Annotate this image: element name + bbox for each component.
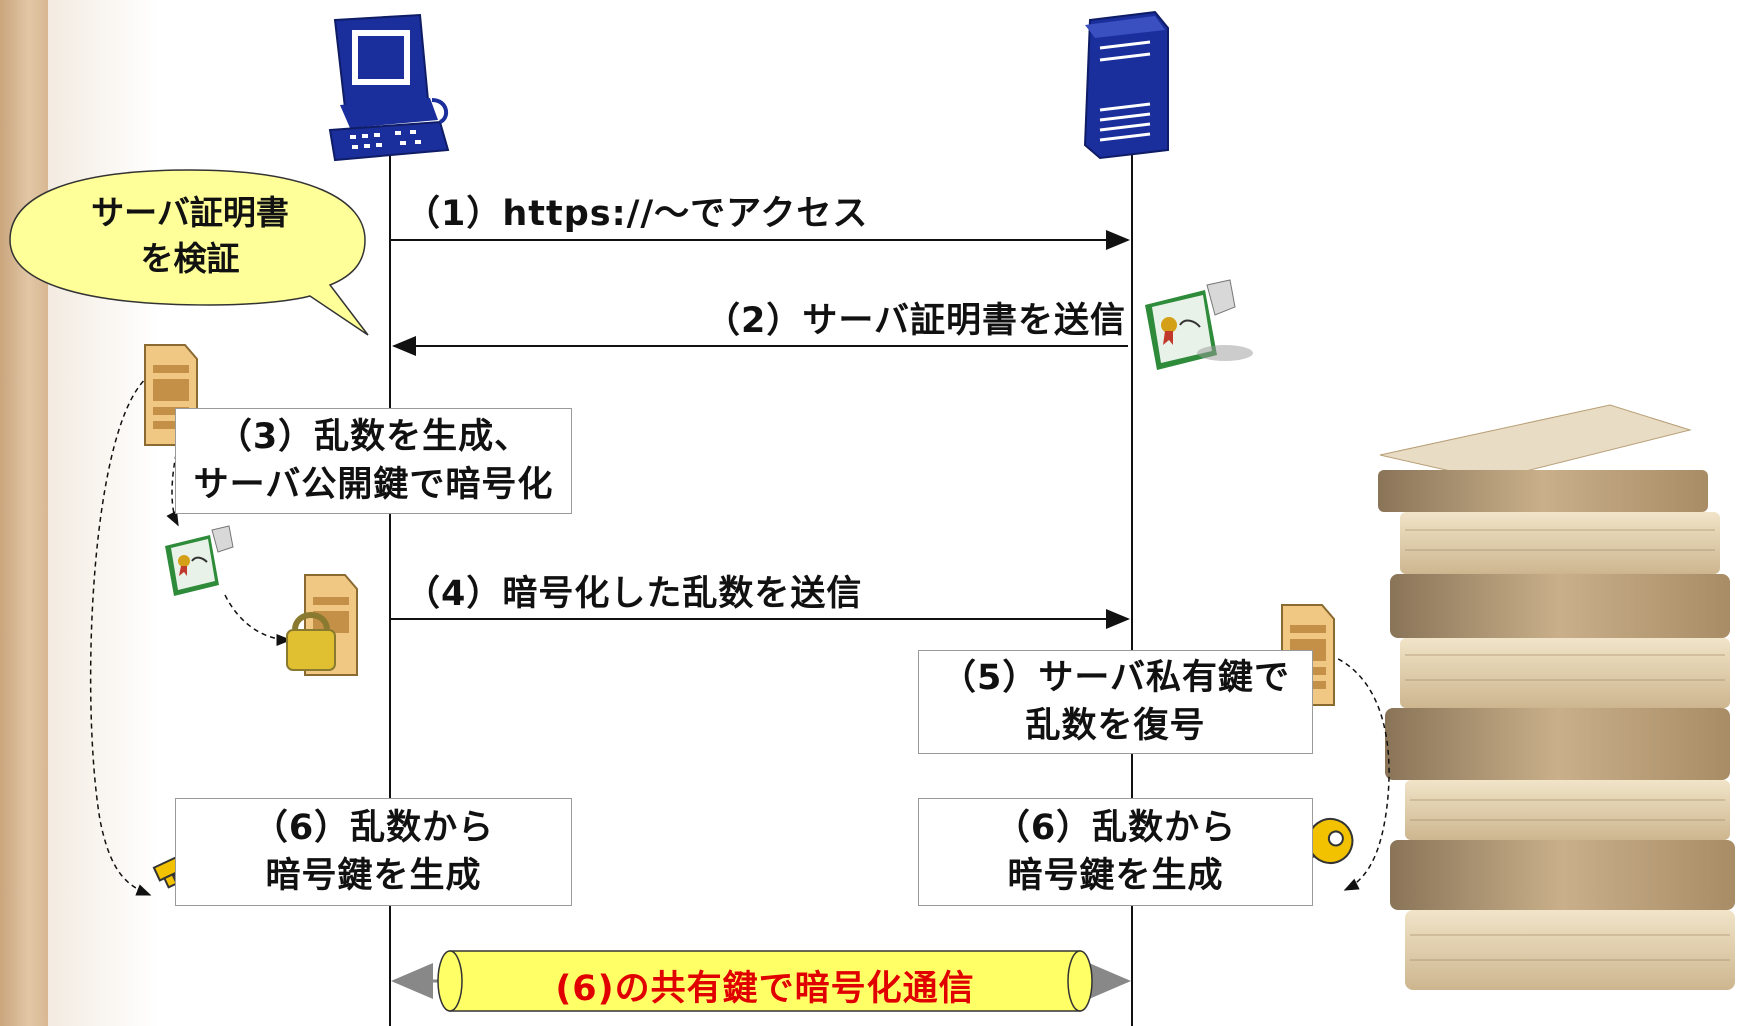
certificate-icon: [1145, 279, 1253, 370]
sidebar-decoration: [0, 0, 48, 1026]
dashed-arrow-doc-to-key: [89, 374, 152, 896]
step6-server-line2: 暗号鍵を生成: [1007, 856, 1224, 896]
step3-line2: サーバ公開鍵で暗号化: [193, 465, 554, 505]
step4-label: （4）暗号化した乱数を送信: [405, 574, 863, 614]
dashed-arrow-server-doc-to-key: [1329, 654, 1390, 891]
bubble-text: サーバ証明書 を検証: [40, 190, 340, 282]
step6-server-line1: （6）乱数から: [994, 808, 1237, 848]
step6-client-line1: （6）乱数から: [252, 808, 495, 848]
step3-line1: （3）乱数を生成、: [216, 417, 531, 457]
step2-label: （2）サーバ証明書を送信: [705, 301, 1127, 341]
step6-client-line2: 暗号鍵を生成: [265, 856, 482, 896]
step3-box: （3）乱数を生成、サーバ公開鍵で暗号化: [175, 408, 572, 514]
step1-label: （1）https://～でアクセス: [405, 194, 869, 234]
locked-document-icon: [286, 574, 358, 676]
books-photo: [1378, 404, 1735, 990]
step5-line2: 乱数を復号: [1025, 706, 1206, 746]
step6-client-box: （6）乱数から暗号鍵を生成: [175, 798, 572, 906]
bubble-line2: を検証: [140, 239, 240, 278]
certificate-icon: [165, 525, 234, 596]
step6-server-box: （6）乱数から暗号鍵を生成: [918, 798, 1313, 906]
tube-label: (6)の共有鍵で暗号化通信: [555, 969, 975, 1009]
dashed-arrow-cert-to-lock: [224, 594, 292, 646]
step5-line1: （5）サーバ私有鍵で: [940, 658, 1290, 698]
server-tower-icon: [1083, 10, 1169, 160]
speech-bubble: [9, 169, 369, 336]
bubble-line1: サーバ証明書: [91, 193, 289, 232]
client-computer-icon: [328, 13, 450, 162]
step5-box: （5）サーバ私有鍵で乱数を復号: [918, 650, 1313, 754]
encrypted-tube: [437, 950, 1093, 1012]
